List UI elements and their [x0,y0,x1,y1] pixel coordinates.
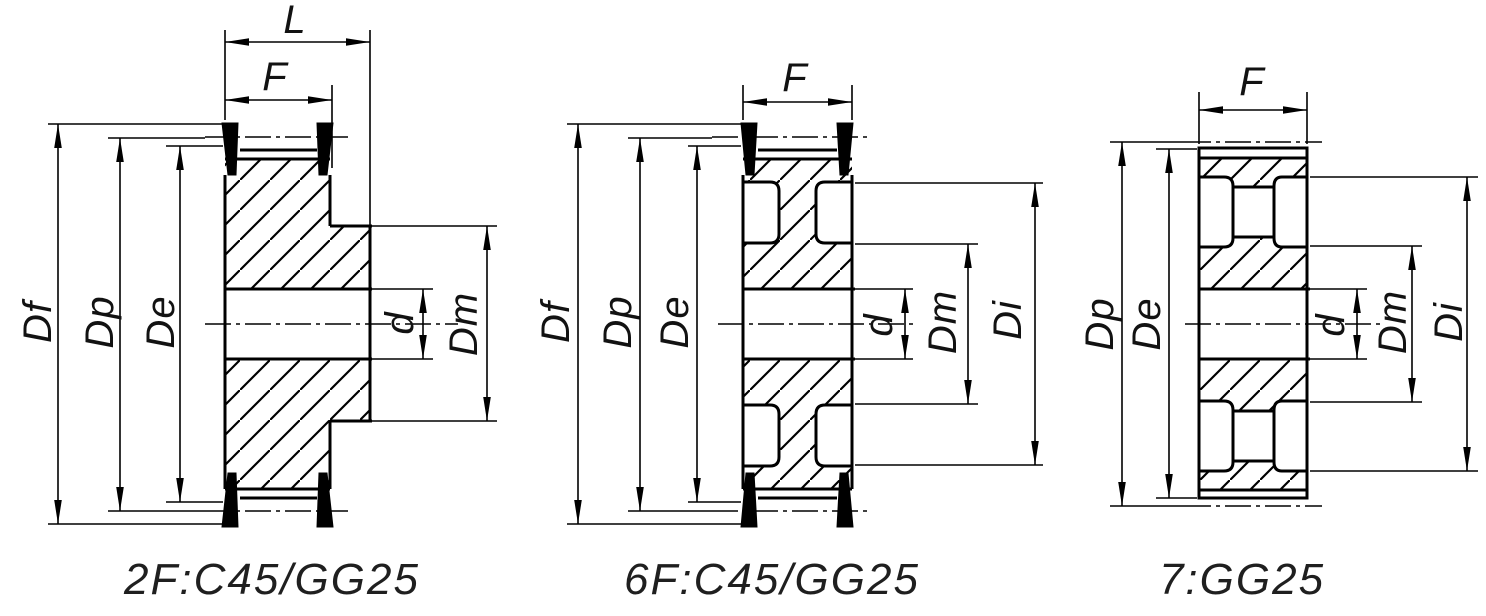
dim-label-f-pulley-3: F [1239,60,1265,104]
dim-label-df-pulley-2: Df [534,301,578,343]
pulley-2-dimension-arrows [574,98,1039,524]
caption-pulley-2: 6F:C45/GG25 [624,555,920,604]
pulley-1-centerlines [205,136,458,512]
dim-label-dm-pulley-2: Dm [921,289,965,355]
dim-label-di-pulley-2: Di [986,300,1030,340]
dim-label-f-pulley-1: F [262,55,288,99]
dim-label-d-pulley-3: d [1309,313,1353,337]
pulley-3-web-recesses [1197,175,1309,473]
pulley-1-extension-lines [48,30,497,525]
dim-label-dp-pulley-2: Dp [596,295,640,349]
pulley-1-drawing [48,30,497,528]
dim-label-dp-pulley-3: Dp [1078,297,1122,351]
pulley-3-drawing [1110,92,1478,507]
pulley-3-outline [1197,146,1310,500]
pulley-3-extension-lines [1110,92,1478,507]
pulley-3-dimension-arrows [1118,106,1471,506]
pulley-1-flanges [221,122,334,528]
caption-pulley-3: 7:GG25 [1158,555,1326,604]
dim-label-di-pulley-3: Di [1427,302,1471,342]
dim-label-dm-pulley-3: Dm [1371,289,1415,355]
pulley-3-centerlines [1185,141,1380,507]
dim-label-df-pulley-1: Df [16,301,60,343]
dim-label-l-pulley-1: L [283,0,307,42]
pulley-2-centerlines [712,136,918,512]
pulley-2-flanges [740,122,854,528]
caption-pulley-1: 2F:C45/GG25 [124,555,420,604]
dim-label-de-pulley-3: De [1125,297,1169,351]
pulley-2-drawing [567,85,1043,528]
dim-label-d-pulley-1: d [378,311,422,335]
dim-label-dp-pulley-1: Dp [78,295,122,349]
pulley-1-dimension-arrows [54,38,491,524]
pulley-2-web-recesses [741,180,854,468]
dim-label-f-pulley-2: F [782,56,808,100]
dim-label-de-pulley-2: De [653,295,697,349]
dim-label-dm-pulley-1: Dm [442,291,486,357]
pulley-1-hatching [225,159,370,489]
dim-label-de-pulley-1: De [139,295,183,349]
pulley-2-outline [741,148,855,500]
dim-label-d-pulley-2: d [857,313,901,337]
